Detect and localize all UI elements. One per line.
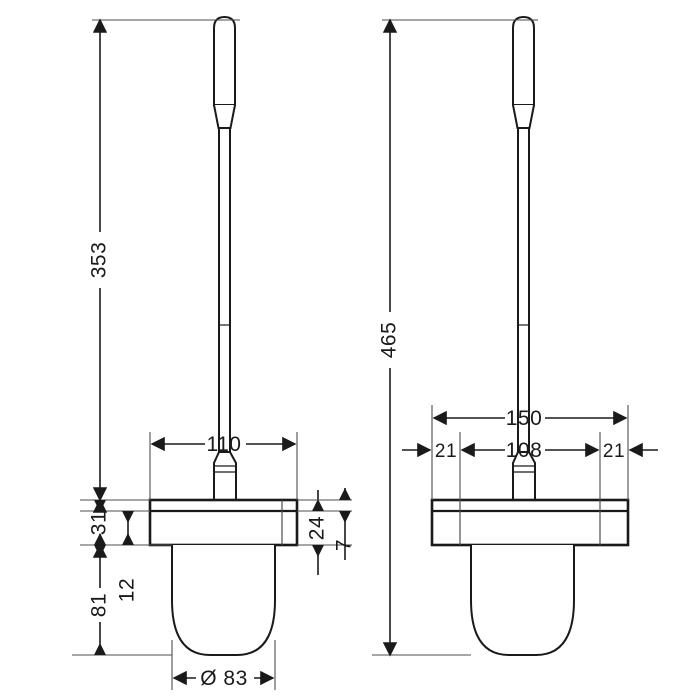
brush-handle-grip-front [512,15,535,129]
dimension-diameter-83: Ø 83 [171,640,276,690]
brush-cup-side [171,545,276,656]
dimension-label-110: 110 [207,433,242,456]
dimension-label-150: 150 [506,407,543,430]
brush-handle-grip [213,15,236,129]
dimension-108: 108 [460,439,600,462]
dimension-150: 150 [432,407,628,430]
dimension-label-108: 108 [506,439,543,462]
dimension-label-21-left: 21 [435,441,457,462]
side-view-dimensions: 353 31 12 81 [72,18,356,690]
dimension-label-465: 465 [378,322,401,359]
dimension-label-24: 24 [306,516,329,540]
dimension-110: 110 [149,432,298,500]
dimension-81: 81 [88,545,111,655]
dimension-7: 7 [297,488,356,560]
brush-cup-front [470,545,575,656]
dimension-21-right: 21 [603,441,658,462]
dimension-label-31: 31 [88,511,111,535]
dimension-label-353: 353 [88,242,111,279]
dimension-label-21-right: 21 [603,441,625,462]
front-view-dimensions: 465 150 108 21 21 [372,18,658,657]
dimension-label-12: 12 [116,578,139,602]
holder-plate-side [148,498,299,547]
dimension-24: 24 [297,490,352,575]
dimension-353: 353 [88,18,111,502]
shaft-collar [213,451,237,501]
dimension-label-81: 81 [88,593,111,617]
side-view-group [148,15,299,656]
dimension-465: 465 [378,18,401,657]
front-view-group [430,15,630,656]
brush-shaft-front [517,128,530,452]
brush-shaft [218,128,231,452]
holder-plate-front [430,498,630,547]
dimension-12: 12 [116,511,139,602]
dimension-label-diameter-83: Ø 83 [200,667,248,690]
dimension-31-arrows [94,500,106,545]
dimension-21-left: 21 [402,441,457,462]
dimension-label-7: 7 [333,539,356,551]
